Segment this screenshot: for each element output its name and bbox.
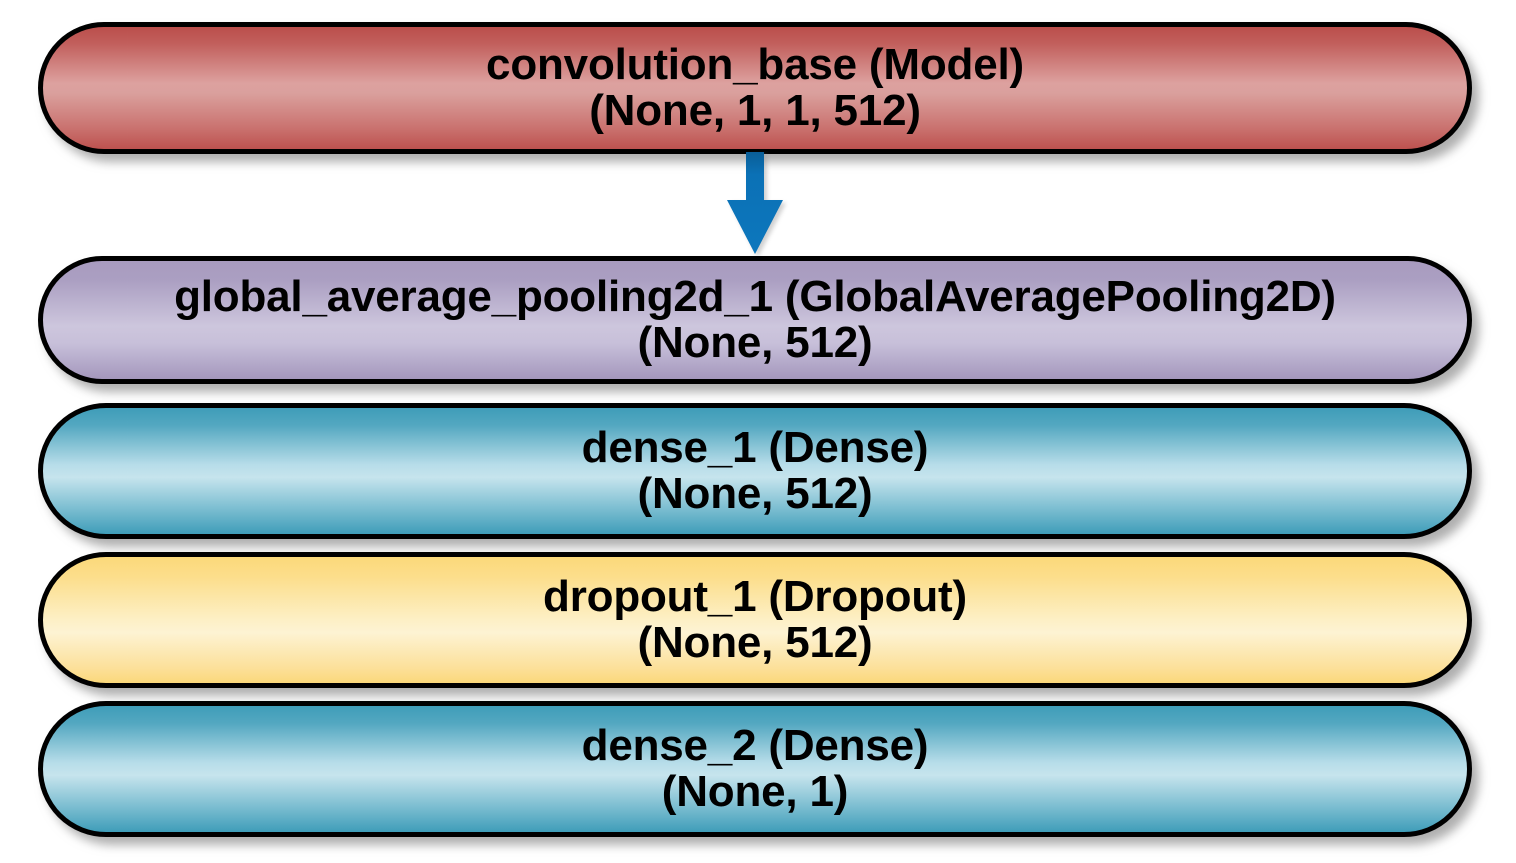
node-label-shape: (None, 1) [661, 767, 849, 816]
node-dense_2[interactable]: dense_2 (Dense) (None, 1) [38, 701, 1472, 837]
node-label-name: dense_2 (Dense) [581, 720, 929, 770]
node-label-name: dense_1 (Dense) [581, 422, 929, 472]
node-convolution_base[interactable]: convolution_base (Model) (None, 1, 1, 51… [38, 22, 1472, 154]
node-label-shape: (None, 1, 1, 512) [589, 86, 921, 135]
node-label-name: dropout_1 (Dropout) [543, 571, 967, 621]
node-label-shape: (None, 512) [637, 469, 873, 518]
node-label-name: global_average_pooling2d_1 (GlobalAverag… [174, 271, 1336, 321]
arrow-down-icon [713, 152, 797, 258]
node-dense_1[interactable]: dense_1 (Dense) (None, 512) [38, 403, 1472, 539]
node-dropout_1[interactable]: dropout_1 (Dropout) (None, 512) [38, 552, 1472, 688]
node-label-shape: (None, 512) [637, 618, 873, 667]
node-global_average_pooling2d_1[interactable]: global_average_pooling2d_1 (GlobalAverag… [38, 256, 1472, 384]
node-label-name: convolution_base (Model) [486, 39, 1024, 89]
node-label-shape: (None, 512) [637, 318, 873, 367]
